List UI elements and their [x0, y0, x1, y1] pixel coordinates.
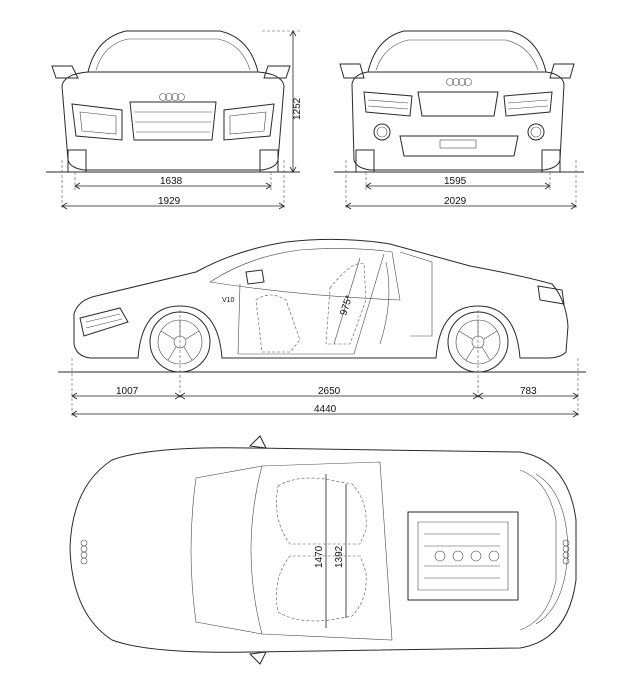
dimension-lines [61, 30, 579, 418]
top-view [69, 435, 577, 665]
dim-front-overhang-label: 1007 [116, 386, 139, 397]
dim-height-label: 1252 [292, 97, 303, 120]
dim-door-angle-label: 975* [338, 294, 355, 317]
front-view [46, 30, 302, 208]
dim-wheelbase-label: 2650 [318, 386, 341, 397]
dim-rear-width-label: 2029 [444, 196, 467, 207]
rear-view [334, 30, 584, 208]
dim-length-label: 4440 [314, 404, 337, 415]
dim-rear-overhang-label: 783 [520, 386, 537, 397]
dim-front-width-label: 1929 [158, 196, 181, 207]
side-view [58, 238, 586, 418]
dim-cabin-inner-label: 1392 [334, 545, 345, 568]
dim-front-track-label: 1638 [160, 176, 183, 187]
side-badge-label: V10 [222, 297, 235, 304]
dim-rear-track-label: 1595 [444, 176, 467, 187]
dim-cabin-outer-label: 1470 [314, 545, 325, 568]
